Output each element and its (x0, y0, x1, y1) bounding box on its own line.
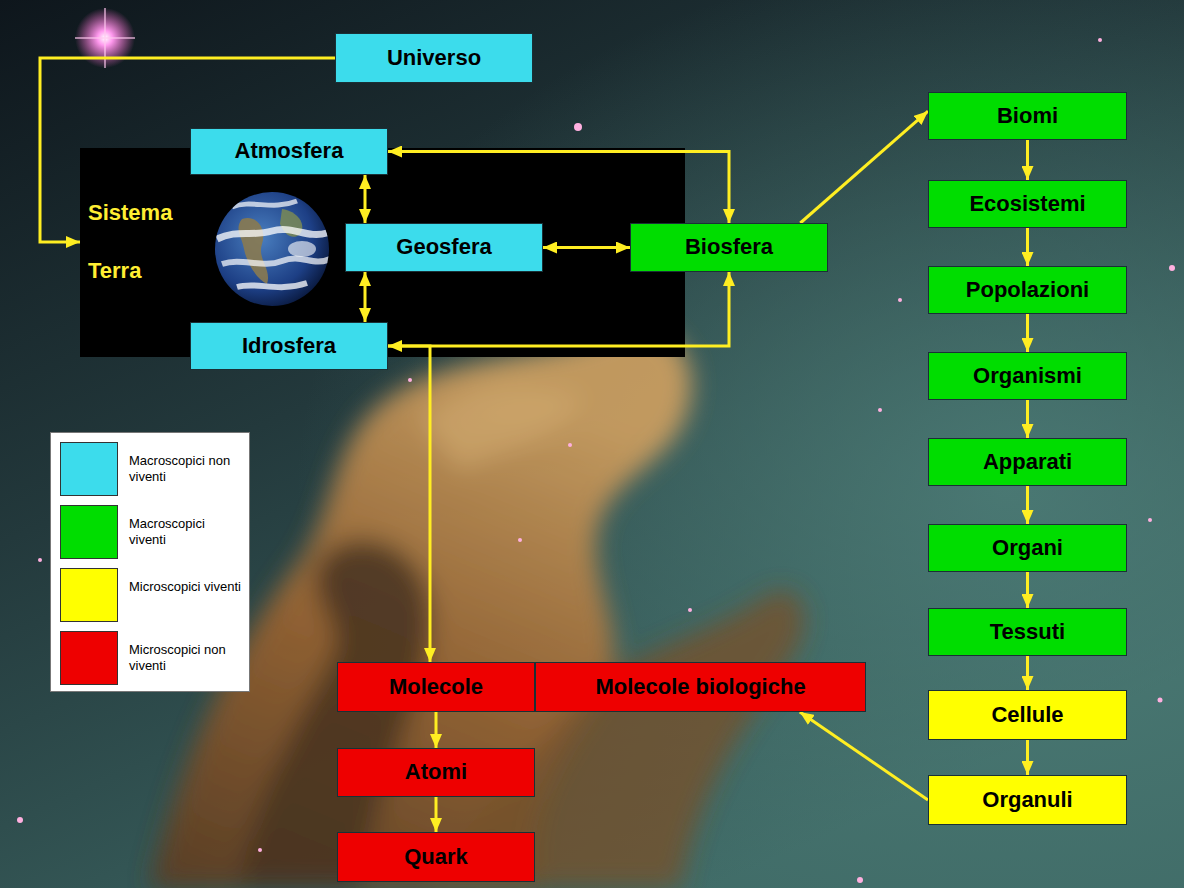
box-label: Organismi (973, 364, 1082, 388)
arrow-connector (388, 152, 729, 224)
box-label: Idrosfera (242, 334, 336, 358)
arrow-connector (1026, 656, 1029, 690)
box-label: Organi (992, 536, 1063, 560)
box-label: Ecosistemi (969, 192, 1085, 216)
legend-swatch (60, 442, 118, 496)
arrow-connector (435, 797, 438, 832)
process-box: Molecole (337, 662, 535, 712)
process-box: Geosfera (345, 223, 543, 272)
process-box: Molecole biologiche (535, 662, 866, 712)
legend-swatch (60, 568, 118, 622)
box-label: Molecole (389, 675, 483, 699)
arrow-connector (435, 712, 438, 748)
process-box: Organuli (928, 775, 1127, 825)
arrow-connector (388, 272, 729, 346)
earth-picture (212, 189, 332, 309)
box-label: Cellule (991, 703, 1063, 727)
legend-box: Macroscopici non viventiMacroscopici viv… (50, 432, 250, 692)
box-label: Atomi (405, 760, 467, 784)
arrow-connector (1026, 400, 1029, 438)
arrow-connector (543, 246, 630, 249)
arrow-connector (800, 712, 928, 800)
legend-label: Microscopici non viventi (129, 642, 241, 675)
system-panel: Sistema TerraAtmosferaGeosferaIdrosfera (80, 148, 685, 357)
process-box: Atomi (337, 748, 535, 797)
arrow-connector (1026, 486, 1029, 524)
legend-label: Macroscopici non viventi (129, 453, 241, 486)
arrow-connector (800, 111, 928, 223)
arrow-connector (364, 272, 367, 322)
box-label: Popolazioni (966, 278, 1089, 302)
process-box: Universo (335, 33, 533, 83)
legend-swatch (60, 505, 118, 559)
arrow-connector (388, 346, 430, 662)
process-box: Quark (337, 832, 535, 882)
box-label: Atmosfera (235, 139, 344, 163)
box-label: Apparati (983, 450, 1072, 474)
process-box: Popolazioni (928, 266, 1127, 314)
process-box: Ecosistemi (928, 180, 1127, 228)
arrow-connector (1026, 228, 1029, 266)
box-label: Geosfera (396, 235, 491, 259)
arrow-connector (1026, 572, 1029, 608)
legend-swatch (60, 631, 118, 685)
process-box: Organi (928, 524, 1127, 572)
process-box: Biosfera (630, 223, 828, 272)
arrow-connector (1026, 314, 1029, 352)
process-box: Cellule (928, 690, 1127, 740)
process-box: Organismi (928, 352, 1127, 400)
arrow-connector (40, 58, 335, 242)
box-label: Biosfera (685, 235, 773, 259)
box-label: Organuli (982, 788, 1072, 812)
process-box: Biomi (928, 92, 1127, 140)
box-label: Universo (387, 46, 481, 70)
legend-label: Macroscopici viventi (129, 516, 241, 549)
arrow-connector (364, 175, 367, 223)
panel-title: Sistema Terra (88, 184, 200, 300)
arrow-connector (1026, 740, 1029, 775)
process-box: Apparati (928, 438, 1127, 486)
box-label: Quark (404, 845, 468, 869)
process-box: Idrosfera (190, 322, 388, 370)
arrow-connector (1026, 140, 1029, 180)
process-box: Atmosfera (190, 128, 388, 175)
process-box: Tessuti (928, 608, 1127, 656)
legend-label: Microscopici viventi (129, 579, 241, 595)
box-label: Biomi (997, 104, 1058, 128)
box-label: Molecole biologiche (595, 675, 805, 699)
box-label: Tessuti (990, 620, 1065, 644)
